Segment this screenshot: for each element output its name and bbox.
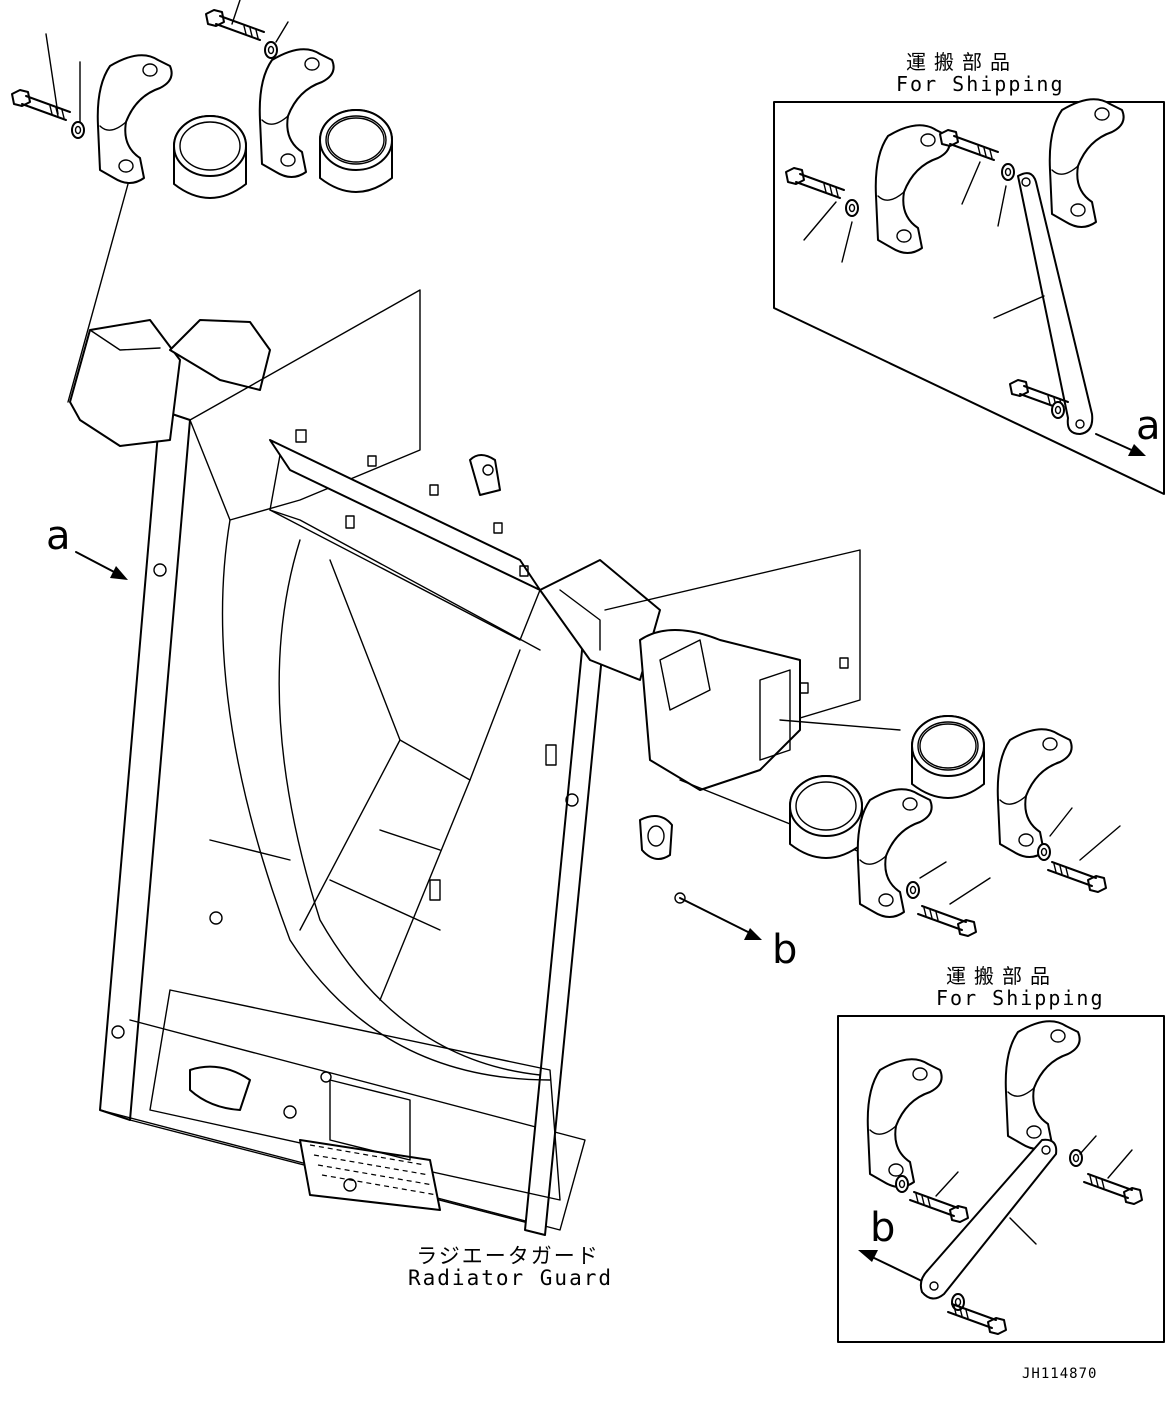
callout-arrows <box>75 433 1146 1285</box>
caption-label-jp: ラジエータガード <box>416 1244 600 1268</box>
shipping-label-en-top: For Shipping <box>896 72 1065 96</box>
caption-label-en: Radiator Guard <box>408 1266 614 1290</box>
callout-b-center: b <box>772 927 798 973</box>
shipping-label-jp-bottom: 運搬部品 <box>946 964 1058 988</box>
drawing-code: JH114870 <box>1022 1366 1098 1382</box>
callout-a-left: a <box>46 513 71 559</box>
shipping-inset-bottom <box>837 1015 1165 1343</box>
shipping-label-en-bottom: For Shipping <box>936 986 1105 1010</box>
shipping-inset-top <box>773 98 1165 495</box>
radiator-guard-frame <box>69 289 901 1236</box>
top-left-parts-group <box>11 0 393 403</box>
callout-a-right: a <box>1136 403 1161 449</box>
shipping-label-jp-top: 運搬部品 <box>906 50 1018 74</box>
bottom-right-parts-group <box>789 715 1121 937</box>
callout-b-inset: b <box>870 1205 896 1251</box>
